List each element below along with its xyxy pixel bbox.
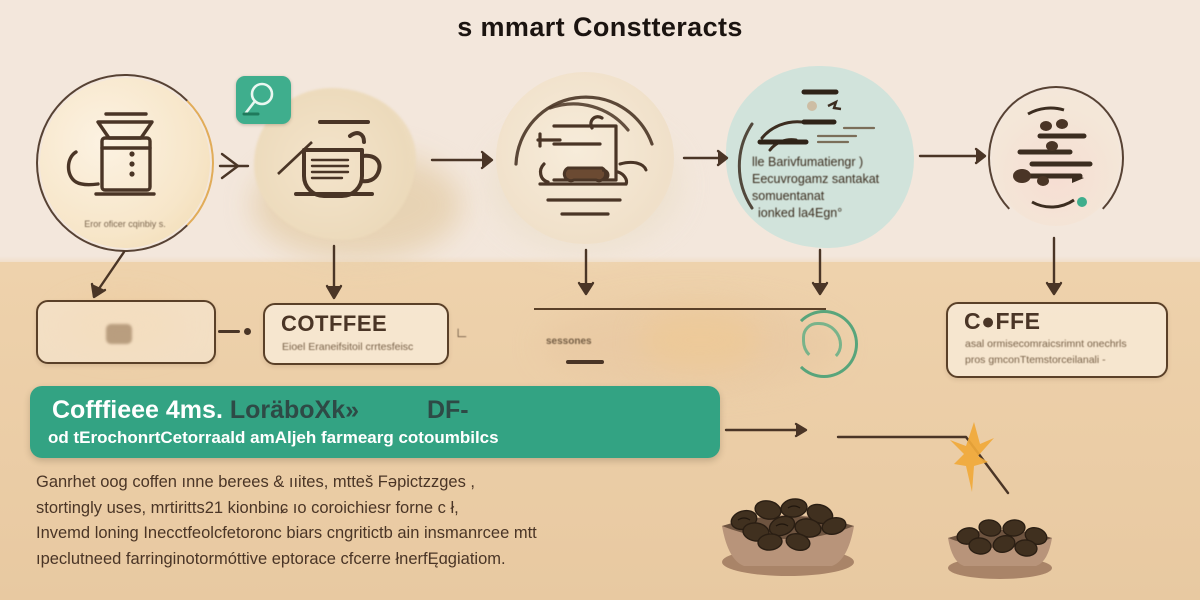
search-magnifier-icon bbox=[242, 82, 274, 116]
card-3-green-squiggle bbox=[802, 322, 842, 362]
card-2-subtitle: Eioel Eraneifsitoil crrtesfeisc bbox=[282, 341, 414, 353]
page-title: s mmart Constteracts bbox=[0, 12, 1200, 43]
card-1-smudge-icon bbox=[106, 324, 132, 344]
document-lines-icon bbox=[737, 89, 876, 210]
bean-list-icon bbox=[1013, 106, 1093, 209]
card-4-subtitle-line-1: asal ormisecomraicsrimnt onechrls bbox=[965, 338, 1127, 350]
page-title-text: s mmart Constteracts bbox=[457, 12, 743, 42]
coffee-bean-bowl-icon bbox=[722, 498, 854, 576]
flow-node-1[interactable]: Eror oficer cqinbiy s. bbox=[36, 74, 214, 252]
coffee-bean-dish-icon bbox=[948, 519, 1052, 579]
search-chip[interactable] bbox=[236, 76, 291, 124]
banner-heading-white: Cofffieee 4ms. bbox=[52, 396, 223, 424]
card-2-right-tick: ∟ bbox=[455, 324, 469, 340]
node-4-caption: lle Barivfumatiengr ) Eecuvrogamz santak… bbox=[752, 154, 900, 222]
card-1[interactable] bbox=[36, 300, 216, 364]
card-4-subtitle-line-2: pros gmconTtemstorceilanali - bbox=[965, 354, 1106, 366]
banner-heading-tail: DF- bbox=[426, 396, 469, 424]
card-3-green-ring bbox=[790, 310, 858, 378]
background-seam bbox=[0, 256, 1200, 270]
paragraph-line: ıpeclutneed farringinotormóttive eptorac… bbox=[36, 549, 506, 568]
node-1-caption: Eror oficer cqinbiy s. bbox=[84, 219, 166, 230]
card-3-dash bbox=[566, 360, 604, 364]
card-3[interactable]: sessones bbox=[534, 302, 862, 378]
flow-node-5[interactable] bbox=[988, 86, 1124, 230]
caption-line: lle Barivfumatiengr ) bbox=[752, 155, 864, 169]
espresso-machine-icon bbox=[514, 95, 654, 216]
card-4-title: C●FFE bbox=[964, 308, 1041, 334]
highlight-banner[interactable]: Cofffieee 4ms. LoräboXk» DF- od tErochon… bbox=[30, 386, 720, 458]
card-2-title: COTFFEE bbox=[281, 311, 388, 336]
banner-heading-dim: LoräboXk» bbox=[229, 396, 360, 424]
card-3-top-rule bbox=[534, 308, 826, 310]
pour-over-coffee-maker-icon bbox=[66, 112, 156, 196]
caption-line: somuentanat bbox=[752, 188, 825, 203]
flow-node-3[interactable] bbox=[492, 68, 678, 248]
paragraph-line: Ganrhet oog coffen ınne berees & ııites,… bbox=[36, 473, 476, 491]
connector-line bbox=[218, 330, 240, 333]
caption-line: Eecuvrogamz santakat bbox=[752, 171, 880, 186]
paragraph-line: stortingly uses, mrtiritts21 kionbinɕ ıo… bbox=[36, 498, 459, 517]
body-paragraph: Ganrhet oog coffen ınne berees & ııites,… bbox=[36, 470, 716, 572]
card-4[interactable]: C●FFE asal ormisecomraicsrimnt onechrls … bbox=[946, 302, 1168, 378]
flow-node-4[interactable]: lle Barivfumatiengr ) Eecuvrogamz santak… bbox=[726, 66, 914, 248]
banner-subheading: od tErochonrtCetorraald amAljeh farmearg… bbox=[48, 428, 499, 447]
banner-heading: Cofffieee 4ms. LoräboXk» DF- bbox=[52, 396, 469, 425]
coffee-cup-icon bbox=[277, 120, 382, 198]
flow-node-2[interactable] bbox=[236, 76, 420, 244]
caption-line: ionked la4Egn° bbox=[758, 205, 843, 220]
connector-dot bbox=[244, 328, 251, 335]
card-connector-dot bbox=[218, 328, 251, 335]
node-fill bbox=[726, 66, 914, 248]
node-ring bbox=[988, 86, 1124, 230]
teal-dot bbox=[1077, 197, 1087, 207]
paragraph-line: Invemd loning Inecctfeolcfetoronc biars … bbox=[36, 524, 537, 543]
card-2[interactable]: COTFFEE Eioel Eraneifsitoil crrtesfeisc bbox=[263, 303, 449, 365]
card-3-subtitle: sessones bbox=[546, 336, 592, 347]
amber-arrow-spark bbox=[950, 422, 994, 492]
